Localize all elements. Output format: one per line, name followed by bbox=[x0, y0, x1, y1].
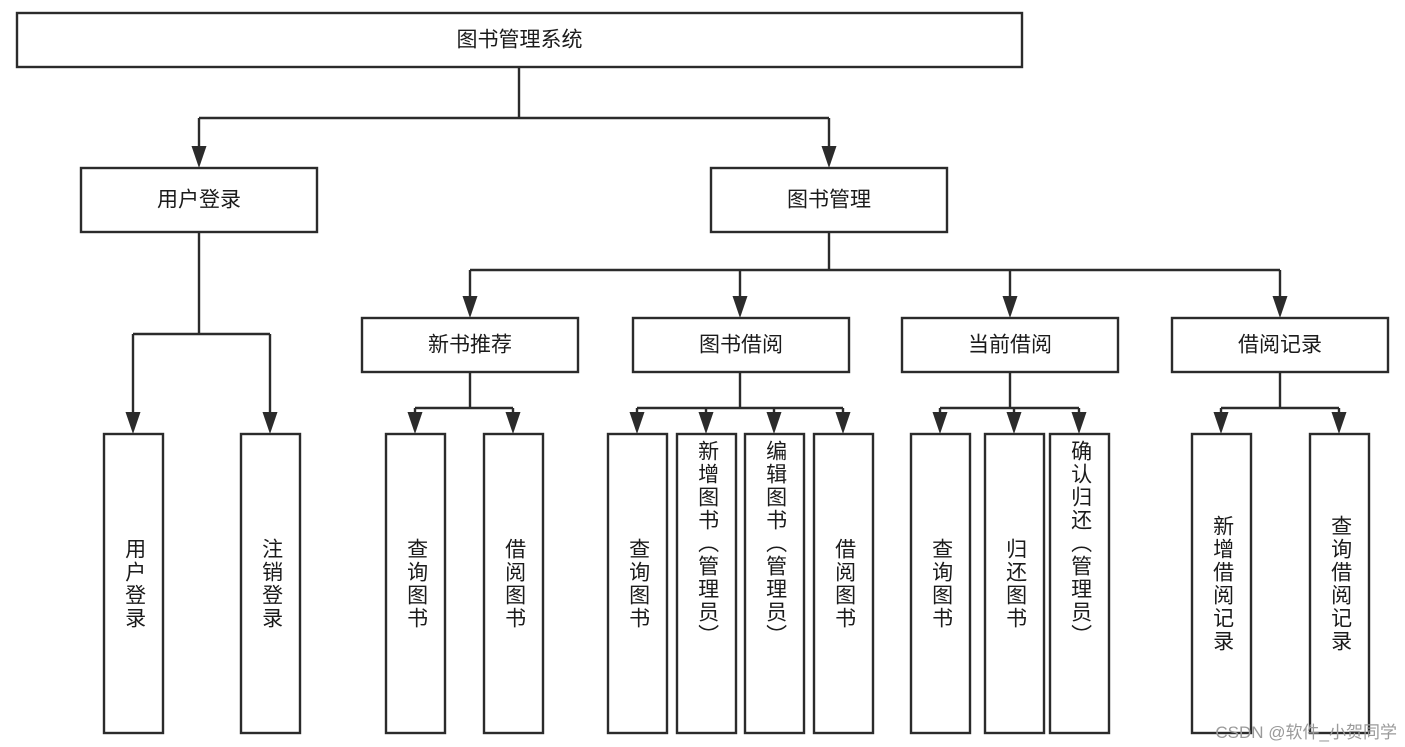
arrow-head-4-3 bbox=[835, 412, 851, 434]
node-box-leaf-3[interactable] bbox=[482, 432, 545, 735]
node-box-leaf-12[interactable] bbox=[1308, 432, 1371, 735]
arrow-head-5-2 bbox=[1071, 412, 1087, 434]
node-box-level3-0[interactable] bbox=[360, 316, 580, 374]
arrow-head-5-0 bbox=[932, 412, 948, 434]
arrow-head-3-1 bbox=[505, 412, 521, 434]
node-box-leaf-4[interactable] bbox=[606, 432, 669, 735]
node-box-root-0[interactable] bbox=[15, 11, 1024, 69]
node-box-leaf-5[interactable] bbox=[675, 432, 738, 735]
connector-group-借阅记录 bbox=[1213, 372, 1347, 434]
connector-layer bbox=[125, 67, 1347, 434]
connector-group-用户登录 bbox=[125, 232, 278, 434]
node-box-leaf-1[interactable] bbox=[239, 432, 302, 735]
node-label-图书管理系统: 图书管理系统 bbox=[457, 29, 583, 52]
arrow-head-1-0 bbox=[125, 412, 141, 434]
box-layer bbox=[15, 11, 1390, 735]
arrow-head-4-2 bbox=[766, 412, 782, 434]
arrow-head-6-1 bbox=[1331, 412, 1347, 434]
connector-group-图书管理系统 bbox=[191, 67, 837, 168]
connector-group-图书借阅 bbox=[629, 372, 851, 434]
node-label-图书借阅: 图书借阅 bbox=[699, 334, 783, 357]
node-box-level2-0[interactable] bbox=[79, 166, 319, 234]
node-label-当前借阅: 当前借阅 bbox=[968, 334, 1052, 357]
node-box-leaf-2[interactable] bbox=[384, 432, 447, 735]
node-label-图书管理: 图书管理 bbox=[787, 189, 871, 212]
arrow-head-0-0 bbox=[191, 146, 207, 168]
arrow-head-2-3 bbox=[1272, 296, 1288, 318]
node-box-leaf-7[interactable] bbox=[812, 432, 875, 735]
arrow-head-2-1 bbox=[732, 296, 748, 318]
arrow-head-4-0 bbox=[629, 412, 645, 434]
node-box-level3-2[interactable] bbox=[900, 316, 1120, 374]
node-label-借阅记录: 借阅记录 bbox=[1238, 334, 1322, 357]
node-label-新书推荐: 新书推荐 bbox=[428, 334, 512, 357]
arrow-head-3-0 bbox=[407, 412, 423, 434]
connector-group-新书推荐 bbox=[407, 372, 521, 434]
node-label-用户登录: 用户登录 bbox=[157, 189, 241, 212]
node-box-leaf-8[interactable] bbox=[909, 432, 972, 735]
connector-group-图书管理 bbox=[462, 232, 1288, 318]
node-box-level2-1[interactable] bbox=[709, 166, 949, 234]
node-box-leaf-9[interactable] bbox=[983, 432, 1046, 735]
arrow-head-0-1 bbox=[821, 146, 837, 168]
arrow-head-4-1 bbox=[698, 412, 714, 434]
connector-group-当前借阅 bbox=[932, 372, 1087, 434]
node-box-leaf-10[interactable] bbox=[1048, 432, 1111, 735]
node-box-level3-3[interactable] bbox=[1170, 316, 1390, 374]
arrow-head-6-0 bbox=[1213, 412, 1229, 434]
arrow-head-2-2 bbox=[1002, 296, 1018, 318]
node-box-level3-1[interactable] bbox=[631, 316, 851, 374]
node-box-leaf-0[interactable] bbox=[102, 432, 165, 735]
arrow-head-2-0 bbox=[462, 296, 478, 318]
node-box-leaf-11[interactable] bbox=[1190, 432, 1253, 735]
node-box-leaf-6[interactable] bbox=[743, 432, 806, 735]
watermark-text: CSDN @软件_小贺同学 bbox=[1215, 723, 1397, 742]
arrow-head-1-1 bbox=[262, 412, 278, 434]
arrow-head-5-1 bbox=[1006, 412, 1022, 434]
